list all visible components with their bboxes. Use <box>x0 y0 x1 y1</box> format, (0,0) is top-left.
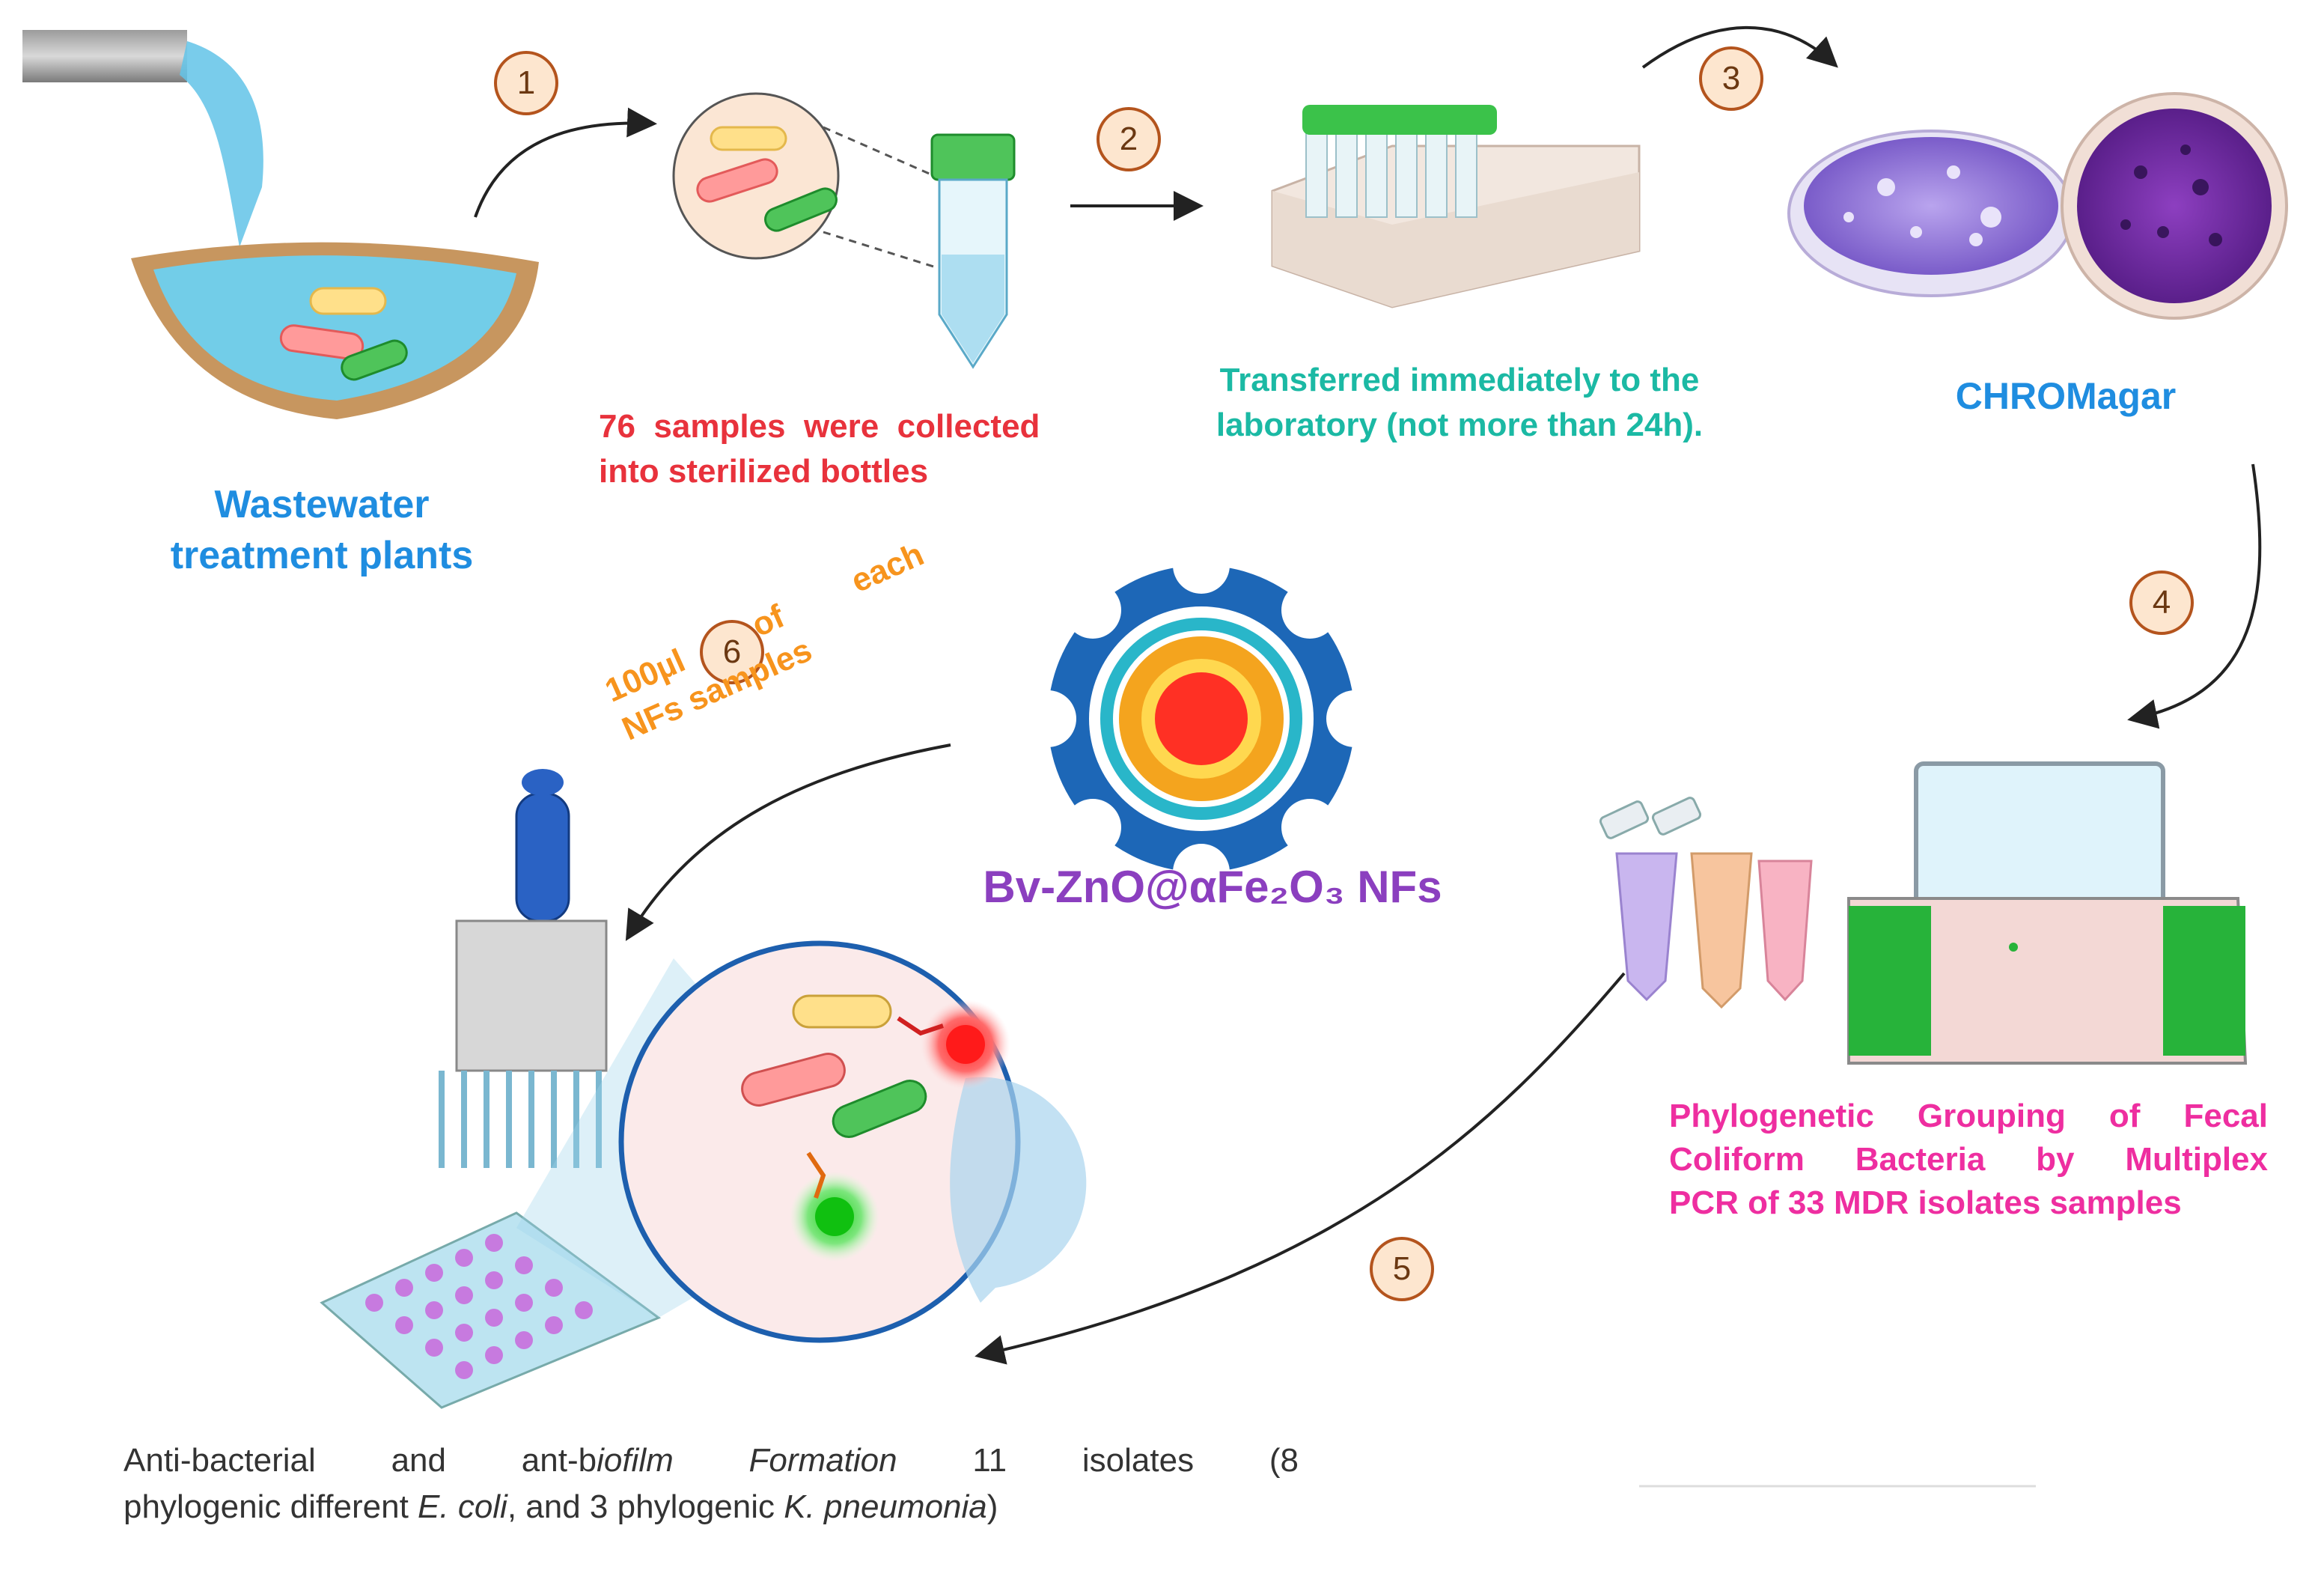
water-stream-icon <box>180 41 263 247</box>
arrow-step-3 <box>1641 25 1838 69</box>
result-caption-part-b: iofilm Formation <box>597 1442 897 1479</box>
chromagar-label: CHROMagar <box>1955 375 2177 417</box>
transfer-label-line2: laboratory (not more than 24h). <box>1216 407 1704 443</box>
tube-rack-illustration <box>1271 105 1641 308</box>
result-caption-part-g: K. pneumonia <box>784 1488 987 1525</box>
step-badge-5: 5 <box>1370 1237 1434 1301</box>
result-caption-part-e: E. coli <box>418 1488 507 1525</box>
result-caption-part-d: phylogenic different <box>123 1488 418 1525</box>
arrow-step-6 <box>625 743 951 941</box>
multichannel-pipette-illustration <box>439 769 608 1168</box>
arrow-step-4 <box>2127 463 2262 729</box>
bacterium-yellow-icon <box>309 287 387 315</box>
flow-arrows <box>474 25 2262 1365</box>
magnified-biofilm-illustration <box>618 940 1087 1343</box>
pcr-label: Phylogenetic Grouping of Fecal Coliform … <box>1669 1095 2268 1225</box>
wastewater-label-line2: treatment plants <box>170 534 474 577</box>
bacterium-red-icon <box>279 324 365 360</box>
step-badge-4: 4 <box>2129 571 2194 635</box>
result-caption-part-a: Anti-bacterial and ant-b <box>123 1442 597 1479</box>
step-badge-2: 2 <box>1097 107 1161 171</box>
nanoflower-illustration <box>1019 537 1383 901</box>
result-caption-part-f: , and 3 phylogenic <box>507 1488 784 1525</box>
transfer-label-line1: Transferred immediately to the <box>1219 362 1700 398</box>
result-caption-part-h: ) <box>986 1488 998 1525</box>
samples-label: 76 samples were collected into sterilize… <box>599 404 1108 494</box>
transfer-label: Transferred immediately to the laborator… <box>1168 358 1751 448</box>
samples-label-line2: into sterilized bottles <box>599 453 929 490</box>
result-caption-part-c: 11 isolates (8 <box>897 1442 1299 1479</box>
bacterium-green-icon <box>341 339 408 381</box>
nanoflower-label: Bv-ZnO@αFe₂O₃ NFs <box>983 862 1442 912</box>
result-caption: Anti-bacterial and ant-biofilm Formation… <box>123 1438 1299 1530</box>
tube-cap-icon <box>930 133 1016 181</box>
thermocycler-illustration <box>1847 761 2248 1065</box>
arrow-step-1 <box>474 107 657 218</box>
samples-label-line1: 76 samples were collected <box>599 408 1040 445</box>
step-badge-1: 1 <box>494 51 558 115</box>
step-badge-6: 6 <box>700 620 764 684</box>
sample-collection-illustration <box>672 92 1016 369</box>
pcr-label-line2: Coliform Bacteria by Multiplex <box>1669 1141 2268 1178</box>
step-badge-3: 3 <box>1699 46 1763 111</box>
wastewater-basin-illustration <box>22 30 539 419</box>
wastewater-label-line1: Wastewater <box>214 483 430 526</box>
pcr-label-line1: Phylogenetic Grouping of Fecal <box>1669 1098 2268 1134</box>
pcr-tubes-illustration <box>1599 797 1813 1009</box>
pcr-label-line3: PCR of 33 MDR isolates samples <box>1669 1184 2182 1221</box>
arrow-step-5 <box>975 972 1626 1365</box>
chromagar-plates-illustration <box>1787 92 2288 320</box>
wastewater-label: Wastewater treatment plants <box>127 479 516 581</box>
pipe-icon <box>22 30 187 82</box>
